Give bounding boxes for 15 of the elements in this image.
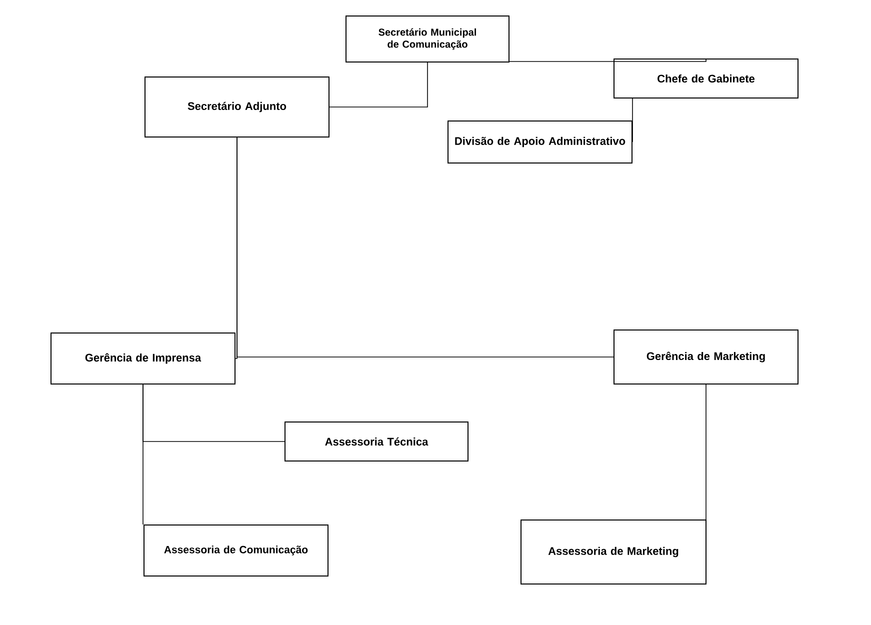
connector-line — [632, 98, 633, 142]
connector-line — [236, 137, 614, 358]
connector-line — [509, 58, 706, 62]
connector-line — [142, 384, 144, 525]
org-box: Divisão de Apoio Administrativo — [448, 120, 632, 164]
org-box: Secretário Municipal de Comunicação — [346, 16, 510, 62]
connector-line — [329, 62, 428, 108]
org-box: Gerência de Marketing — [614, 330, 798, 384]
org-box: Assessoria de Marketing — [520, 520, 706, 584]
org-box: Assessoria Técnica — [284, 422, 468, 462]
connector-line — [706, 384, 707, 552]
org-box: Secretário Adjunto — [144, 76, 330, 138]
org-box: Chefe de Gabinete — [614, 58, 798, 98]
org-box: Gerência de Imprensa — [50, 332, 236, 384]
org-box: Assessoria de Comunicação — [144, 524, 328, 576]
